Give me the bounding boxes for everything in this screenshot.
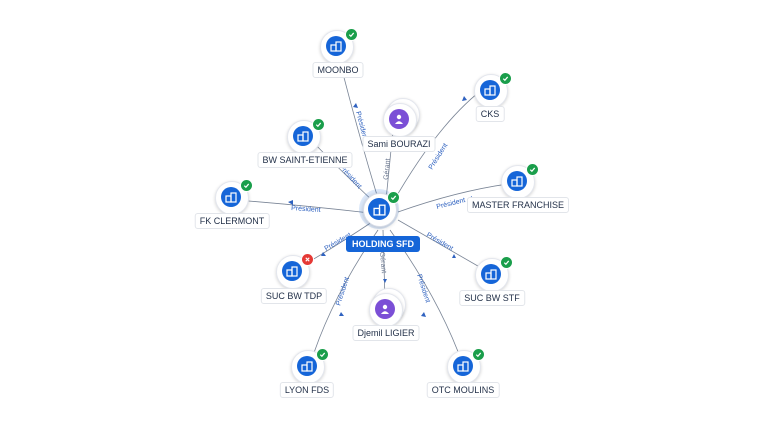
check-badge-icon <box>387 191 400 204</box>
edge-label-otc: Président <box>415 273 431 303</box>
node-label-suc-bw-stf[interactable]: SUC BW STF <box>459 290 525 306</box>
node-label-fk-clermont[interactable]: FK CLERMONT <box>194 213 270 229</box>
arrow-moonbo <box>353 103 358 108</box>
edge-label-sami: Gérant <box>383 158 392 180</box>
node-moonbo[interactable] <box>318 28 358 68</box>
building-icon <box>282 261 302 281</box>
node-label-otc-moulins[interactable]: OTC MOULINS <box>426 382 500 398</box>
building-icon <box>480 80 500 100</box>
edge-label-master: Président <box>436 197 466 211</box>
node-label-master-franchise[interactable]: MASTER FRANCHISE <box>466 197 570 213</box>
person-icon <box>375 299 395 319</box>
node-label-cks[interactable]: CKS <box>475 106 505 122</box>
central-node[interactable] <box>359 189 403 233</box>
node-label-moonbo[interactable]: MOONBO <box>312 62 364 78</box>
edge-moonbo <box>339 61 381 206</box>
check-badge-icon <box>240 179 253 192</box>
node-label-sami-bourazi[interactable]: Sami BOURAZI <box>362 136 436 152</box>
node-sami-bourazi[interactable] <box>381 98 421 141</box>
node-lyon-fds[interactable] <box>289 348 329 388</box>
node-label-lyon-fds[interactable]: LYON FDS <box>279 382 335 398</box>
building-icon <box>297 356 317 376</box>
check-badge-icon <box>526 163 539 176</box>
check-badge-icon <box>316 348 329 361</box>
node-label-bw-saint-etienne[interactable]: BW SAINT-ETIENNE <box>257 152 353 168</box>
person-icon <box>389 109 409 129</box>
edge-label-djemil: Gérant <box>378 252 387 274</box>
arrow-suctdp <box>321 252 326 256</box>
arrow-lyon <box>339 312 344 316</box>
node-label-djemil-ligier[interactable]: Djemil LIGIER <box>352 325 420 341</box>
edge-fk <box>235 199 371 214</box>
building-icon <box>507 171 527 191</box>
node-label-suc-bw-tdp[interactable]: SUC BW TDP <box>260 288 328 304</box>
node-otc-moulins[interactable] <box>445 348 485 388</box>
edge-label-lyon: Président <box>335 276 351 306</box>
check-badge-icon <box>500 256 513 269</box>
node-bw-saint-etienne[interactable] <box>285 118 325 158</box>
check-badge-icon <box>345 28 358 41</box>
building-icon <box>368 198 390 220</box>
arrow-djemil <box>383 279 387 283</box>
check-badge-icon <box>499 72 512 85</box>
building-icon <box>221 187 241 207</box>
building-icon <box>453 356 473 376</box>
node-master-franchise[interactable] <box>499 163 539 203</box>
edge-label-sucstf: Président <box>425 232 454 253</box>
building-icon <box>326 36 346 56</box>
central-node-label[interactable]: HOLDING SFD <box>346 236 420 252</box>
building-icon <box>293 126 313 146</box>
arrow-sucstf <box>452 254 456 258</box>
arrow-cks <box>462 96 467 101</box>
building-icon <box>481 264 501 284</box>
node-suc-bw-tdp[interactable] <box>274 253 314 293</box>
arrow-fk <box>288 200 293 205</box>
arrow-otc <box>421 312 426 317</box>
check-badge-icon <box>312 118 325 131</box>
node-suc-bw-stf[interactable] <box>473 256 513 296</box>
cross-badge-icon <box>301 253 314 266</box>
check-badge-icon <box>472 348 485 361</box>
edge-label-fk: Président <box>291 205 321 214</box>
